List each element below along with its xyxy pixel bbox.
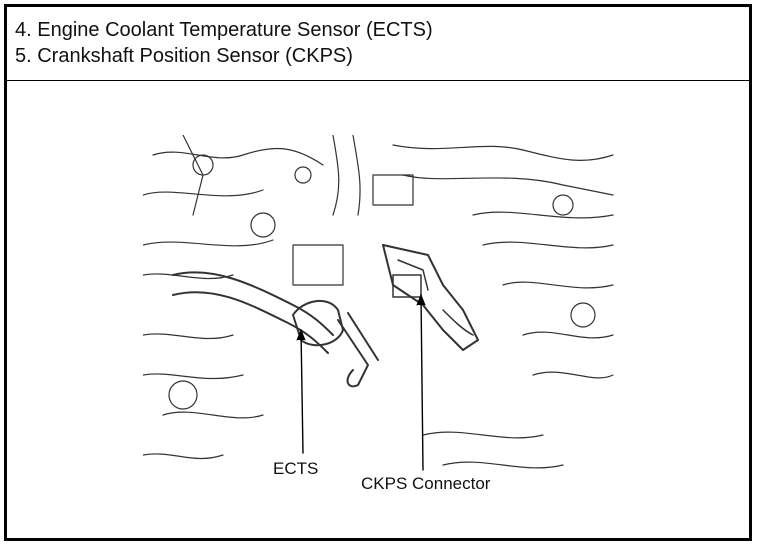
sensor-item-ckps: 5. Crankshaft Position Sensor (CKPS) — [15, 45, 353, 67]
ects-callout-label: ECTS — [273, 459, 319, 478]
ckps-connector-callout-label: CKPS Connector — [361, 474, 491, 493]
sensor-item-ects: 4. Engine Coolant Temperature Sensor (EC… — [15, 19, 433, 41]
engine-line-drawing — [143, 135, 614, 471]
diagram-frame: 4. Engine Coolant Temperature Sensor (EC… — [4, 4, 752, 541]
sensor-list-header: 4. Engine Coolant Temperature Sensor (EC… — [7, 7, 749, 81]
engine-illustration: ECTS CKPS Connector — [143, 135, 623, 495]
